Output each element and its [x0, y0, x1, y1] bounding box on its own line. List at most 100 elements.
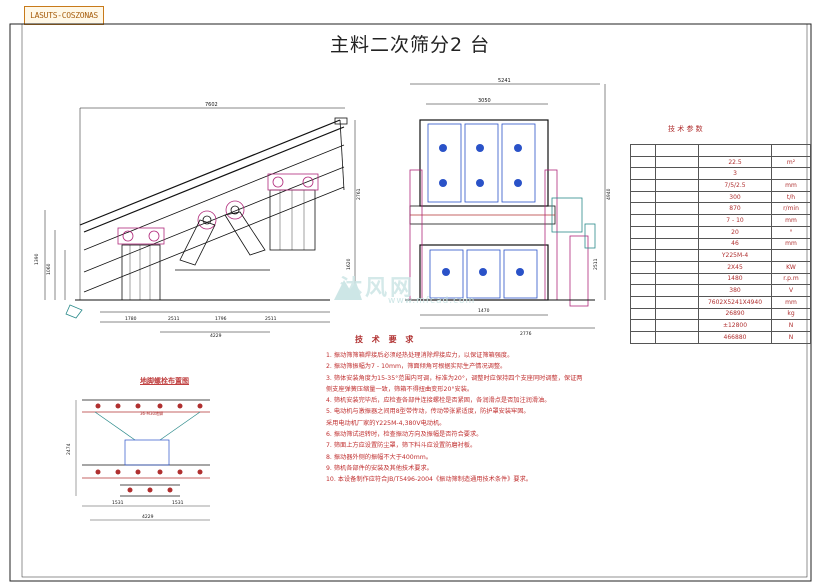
- watermark-logo-icon: [334, 280, 362, 300]
- tech-note: 10. 本设备制作应符合JB/T5496-2004《振动筛制造通用技术条件》要求…: [326, 476, 532, 484]
- foundation-note: 36-M30地脚: [140, 410, 163, 416]
- param-cell-label: [655, 237, 699, 251]
- param-cell-value: 7 - 10: [698, 214, 772, 227]
- param-cell-unit: kg: [771, 307, 811, 321]
- param-cell-value: 26890: [698, 307, 772, 321]
- param-cell-unit: N: [771, 331, 811, 344]
- param-cell-unit: [771, 167, 811, 181]
- dim-overall-width: 5241: [498, 78, 511, 84]
- param-cell-label: [655, 331, 699, 344]
- dim-foundation-w1: 1531: [112, 500, 124, 506]
- param-cell-value: Y225M-4: [698, 249, 772, 262]
- dim-seg2: 2511: [168, 316, 180, 322]
- param-cell-no: [630, 319, 656, 332]
- side-view: 7602 1390 1060: [34, 102, 362, 339]
- tech-req-title: 技 术 要 求: [355, 335, 417, 344]
- param-cell-unit: mm: [771, 295, 811, 309]
- param-row: 3: [630, 167, 811, 181]
- param-cell-label: [655, 202, 699, 216]
- param-cell-value: 300: [698, 190, 772, 204]
- param-cell-value: [698, 144, 772, 157]
- param-row: Y225M-4: [630, 249, 811, 262]
- svg-text:4940: 4940: [606, 188, 612, 200]
- param-cell-unit: V: [771, 284, 811, 297]
- watermark-brand: 沐风网: [340, 276, 416, 301]
- param-cell-value: 380: [698, 284, 772, 297]
- param-cell-no: [630, 307, 656, 321]
- param-cell-unit: r/min: [771, 202, 811, 216]
- param-cell-label: [655, 179, 699, 192]
- param-cell-no: [630, 202, 656, 216]
- param-cell-unit: °: [771, 225, 811, 239]
- tech-note: 侧支座弹簧压缩量一致，筛箱不得扭曲变形20°安装。: [326, 385, 474, 393]
- param-cell-unit: KW: [771, 260, 811, 274]
- param-cell-label: [655, 295, 699, 309]
- param-cell-no: [630, 295, 656, 309]
- param-cell-label: [655, 144, 699, 157]
- foundation-title: 地脚螺栓布置图: [140, 377, 189, 385]
- dim-seg1: 1780: [125, 316, 137, 322]
- param-cell-label: [655, 260, 699, 274]
- dim-foundation-width: 4229: [142, 514, 154, 520]
- tech-note: 1. 振动筛筛箱焊接后必须经热处理消除焊接应力，以保证筛箱强度。: [326, 352, 514, 359]
- param-cell-no: [630, 260, 656, 274]
- param-cell-value: 46: [698, 237, 772, 251]
- param-cell-no: [630, 179, 656, 192]
- watermark-url: www.mfcad.com: [388, 296, 476, 306]
- param-cell-no: [630, 225, 656, 239]
- param-cell-label: [655, 155, 699, 169]
- dim-base-length: 4229: [210, 333, 222, 339]
- param-cell-no: [630, 331, 656, 344]
- param-cell-no: [630, 155, 656, 169]
- param-cell-value: 870: [698, 202, 772, 216]
- param-cell-label: [655, 214, 699, 227]
- param-row: [630, 144, 811, 157]
- drawing-title: 主料二次筛分2 台: [330, 34, 491, 56]
- foundation-plan: 2474 1531 1531 4229 36-M30地脚: [66, 399, 210, 521]
- param-cell-no: [630, 272, 656, 286]
- tech-note: 5. 电动机与激振器之间用8型带传动，传动带张紧适度，防护罩安装牢固。: [326, 408, 530, 416]
- param-cell-unit: m²: [771, 155, 811, 169]
- tech-note: 3. 筛体安装角度为15-35°范围内可调，标准为20°，调整时应保持四个支座同…: [326, 374, 583, 382]
- param-table-title: 技 术 参 数: [668, 125, 703, 133]
- param-cell-label: [655, 284, 699, 297]
- param-cell-unit: mm: [771, 179, 811, 192]
- param-cell-value: 7/5/2.5: [698, 179, 772, 192]
- param-cell-unit: N: [771, 319, 811, 332]
- param-cell-label: [655, 167, 699, 181]
- tech-note: 9. 筛机各部件的安装及其他技术要求。: [326, 464, 433, 472]
- tech-note: 2. 振动筛振幅为7 - 10mm，筛面倾角可根据实际生产情况调整。: [326, 363, 507, 371]
- param-cell-label: [655, 249, 699, 262]
- tech-note: 采用电动机厂家的Y225M-4,380V电动机。: [326, 419, 446, 427]
- param-cell-value: 466880: [698, 331, 772, 344]
- dim-overall-length: 7602: [205, 102, 218, 108]
- dim-seg4: 2511: [265, 316, 277, 322]
- param-cell-no: [630, 190, 656, 204]
- param-cell-no: [630, 144, 656, 157]
- param-cell-label: [655, 319, 699, 332]
- end-view: 5241 3050: [405, 78, 612, 337]
- param-cell-label: [655, 190, 699, 204]
- param-cell-value: 1480: [698, 272, 772, 286]
- param-cell-no: [630, 249, 656, 262]
- param-cell-value: 20: [698, 225, 772, 239]
- param-cell-unit: t/h: [771, 190, 811, 204]
- param-cell-no: [630, 167, 656, 181]
- param-cell-unit: mm: [771, 237, 811, 251]
- param-cell-label: [655, 272, 699, 286]
- dim-foundation-h: 2474: [66, 443, 72, 455]
- param-cell-unit: r.p.m: [771, 272, 811, 286]
- param-cell-value: 22.5: [698, 155, 772, 169]
